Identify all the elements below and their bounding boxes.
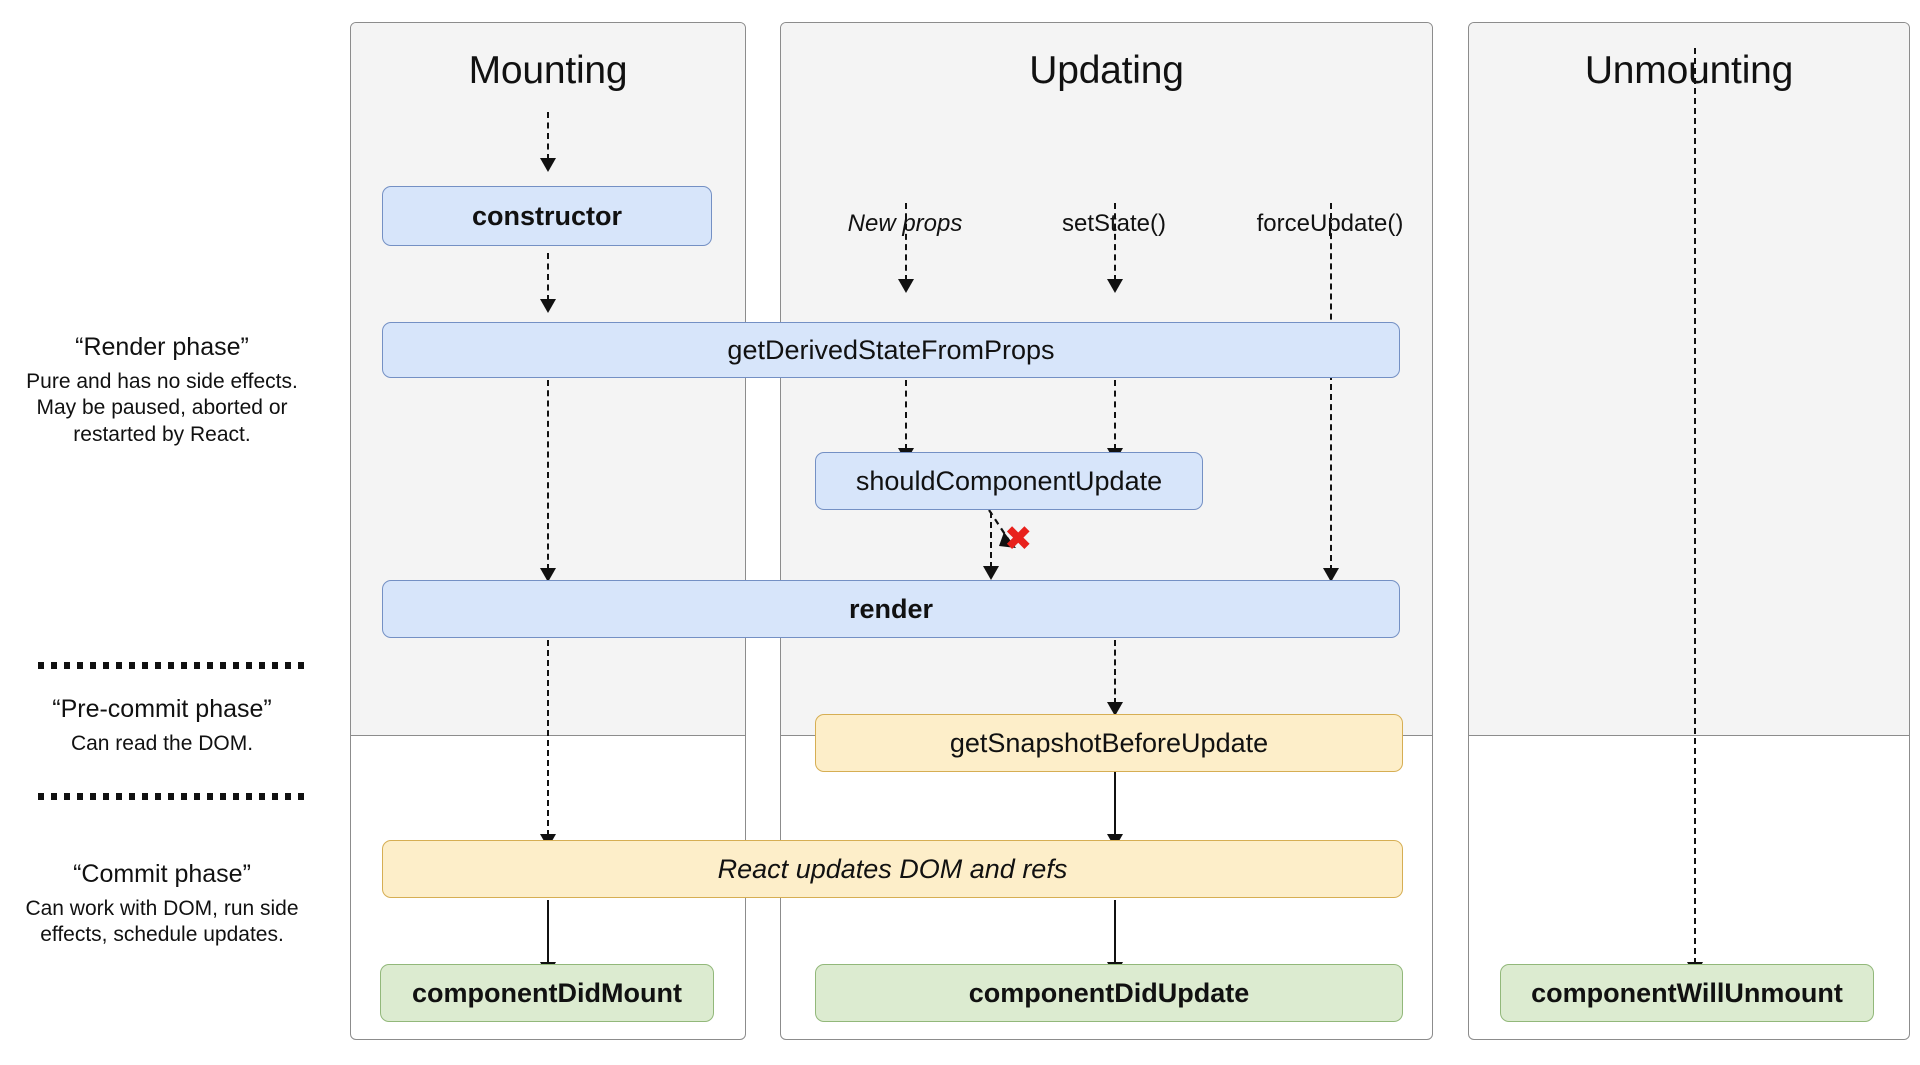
phase-note-render: “Render phase” Pure and has no side effe… [12,333,312,448]
phase-note-render-description: Pure and has no side effects. May be pau… [26,370,298,446]
connector-gdsfp-to-render-mounting [547,380,549,570]
column-title-mounting: Mounting [468,49,628,92]
trigger-new-props: New props [847,210,963,237]
phase-note-commit-title: “Commit phase” [73,860,251,888]
connector-render-to-snapshot [1114,640,1116,704]
arrowhead-force-update-to-render [1323,568,1339,582]
phase-note-render-title: “Render phase” [75,333,249,361]
phase-note-commit-description: Can work with DOM, run side effects, sch… [25,897,299,947]
column-title-updating: Updating [1029,49,1184,92]
connector-gdsfp-to-scu-right [1114,380,1116,450]
connector-unmount-start-to-will-unmount [1694,48,1696,964]
arrowhead-render-to-snapshot [1107,702,1123,716]
node-component-did-update[interactable]: componentDidUpdate [815,964,1403,1022]
node-component-did-mount[interactable]: componentDidMount [380,964,714,1022]
node-component-did-mount-label: componentDidMount [412,977,682,1008]
node-get-derived-state-from-props[interactable]: getDerivedStateFromProps [382,322,1400,378]
connector-constructor-to-gdsfp [547,253,549,301]
connector-render-to-dom-mounting [547,640,549,836]
phase-note-pre-commit: “Pre-commit phase” Can read the DOM. [12,695,312,757]
arrowhead-set-state-to-gdsfp [1107,279,1123,293]
node-react-updates-dom-and-refs-label: React updates DOM and refs [717,853,1068,884]
render-phase-shade-unmounting [1469,23,1909,736]
node-component-will-unmount-label: componentWillUnmount [1531,977,1843,1008]
column-title-unmounting: Unmounting [1584,49,1794,92]
arrowhead-constructor-to-gdsfp [540,299,556,313]
arrowhead-new-props-to-gdsfp [898,279,914,293]
trigger-force-update: forceUpdate() [1256,210,1404,237]
connector-scu-to-abort [988,509,1016,548]
node-should-component-update[interactable]: shouldComponentUpdate [815,452,1203,510]
connector-set-state-to-gdsfp [1114,203,1116,281]
node-should-component-update-label: shouldComponentUpdate [855,465,1163,496]
node-component-will-unmount[interactable]: componentWillUnmount [1500,964,1874,1022]
column-panel-unmounting: Unmounting [1468,22,1910,1040]
arrowhead-scu-to-render [983,566,999,580]
node-react-updates-dom-and-refs[interactable]: React updates DOM and refs [382,840,1403,898]
arrowhead-to-constructor [540,158,556,172]
connector-dom-to-did-update [1114,900,1116,964]
phase-divider-bottom [38,793,310,800]
abort-marker-icon: ✖ [1004,519,1033,559]
node-get-snapshot-before-update[interactable]: getSnapshotBeforeUpdate [815,714,1403,772]
phase-note-commit: “Commit phase” Can work with DOM, run si… [12,860,312,949]
arrowhead-gdsfp-to-render-mounting [540,568,556,582]
node-constructor-label: constructor [471,200,623,231]
node-get-snapshot-before-update-label: getSnapshotBeforeUpdate [949,727,1269,758]
connector-snapshot-to-dom [1114,772,1116,836]
connector-gdsfp-to-scu-left [905,380,907,450]
node-component-did-update-label: componentDidUpdate [968,977,1250,1008]
node-constructor[interactable]: constructor [382,186,712,246]
connector-dom-to-did-mount [547,900,549,964]
phase-divider-top [38,662,310,669]
phase-note-pre-commit-description: Can read the DOM. [70,732,254,755]
connector-new-props-to-gdsfp [905,203,907,281]
node-render[interactable]: render [382,580,1400,638]
node-get-derived-state-from-props-label: getDerivedStateFromProps [727,334,1055,365]
phase-note-pre-commit-title: “Pre-commit phase” [52,695,272,723]
node-render-label: render [848,593,934,624]
connector-force-update-to-render [1330,203,1332,571]
connector-scu-to-render [990,512,992,568]
trigger-set-state: setState() [1061,210,1167,237]
connector-start-to-constructor [547,112,549,160]
